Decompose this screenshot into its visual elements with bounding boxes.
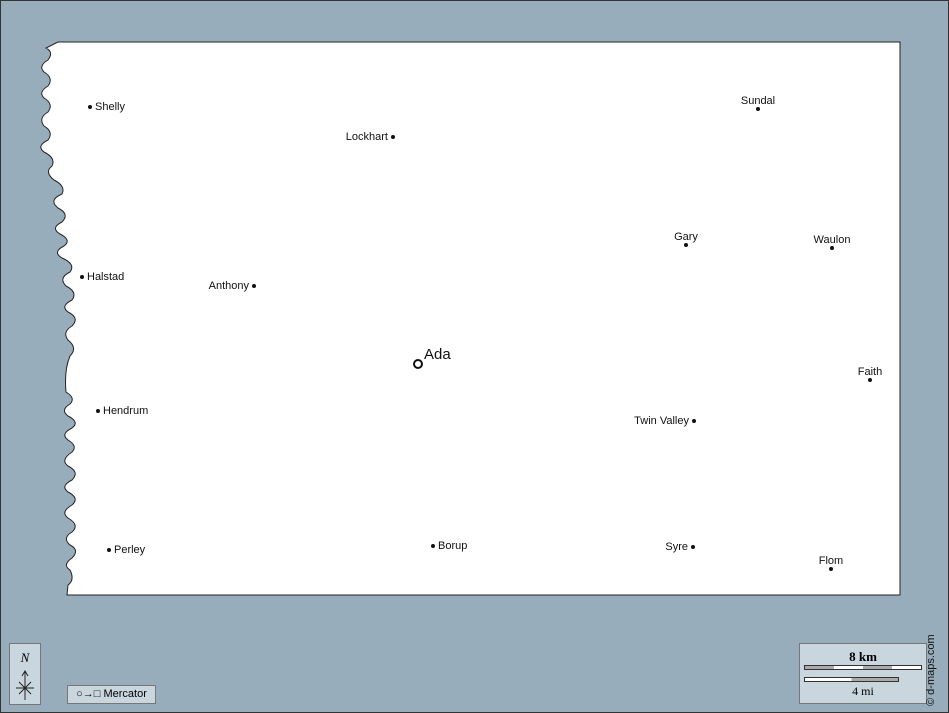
north-label: N — [20, 650, 30, 665]
city-marker — [684, 243, 688, 247]
city-marker — [691, 545, 695, 549]
county-outline — [40, 41, 901, 596]
city-marker — [107, 548, 111, 552]
city-label: Sundal — [740, 95, 776, 107]
city-label: Hendrum — [103, 405, 149, 417]
city-marker — [88, 105, 92, 109]
city-marker — [756, 107, 760, 111]
scale-bar: 8 km 4 mi — [799, 643, 927, 704]
projection-label: ○→□ Mercator — [67, 685, 156, 704]
north-arrow: N — [9, 643, 41, 705]
city-marker — [431, 544, 435, 548]
city-label: Perley — [114, 544, 146, 556]
city-marker — [868, 378, 872, 382]
city-label: Twin Valley — [634, 415, 689, 427]
city-label: Shelly — [95, 101, 125, 113]
city-label: Syre — [665, 541, 688, 553]
city-label: Gary — [674, 231, 698, 243]
credit: © d-maps.com — [925, 634, 937, 706]
scale-km-bar — [804, 665, 922, 670]
city-marker — [830, 246, 834, 250]
scale-mi-bar — [804, 677, 899, 682]
scale-mi-label: 4 mi — [852, 684, 874, 698]
city-marker — [252, 284, 256, 288]
city-marker — [829, 567, 833, 571]
city-marker — [391, 135, 395, 139]
city-marker — [692, 419, 696, 423]
city-label: Anthony — [208, 280, 249, 292]
city-marker — [80, 275, 84, 279]
scale-km-label: 8 km — [849, 649, 877, 664]
city-label: Halstad — [87, 271, 125, 283]
city-label: Waulon — [813, 234, 851, 246]
city-label: Faith — [857, 366, 883, 378]
city-label: Flom — [818, 555, 844, 567]
county-seat-marker — [413, 359, 423, 369]
projection-icon: ○→□ — [76, 688, 101, 700]
county-seat-label: Ada — [424, 346, 451, 363]
city-label: Lockhart — [345, 131, 388, 143]
city-label: Borup — [438, 540, 468, 552]
city-marker — [96, 409, 100, 413]
compass-icon — [16, 670, 34, 700]
